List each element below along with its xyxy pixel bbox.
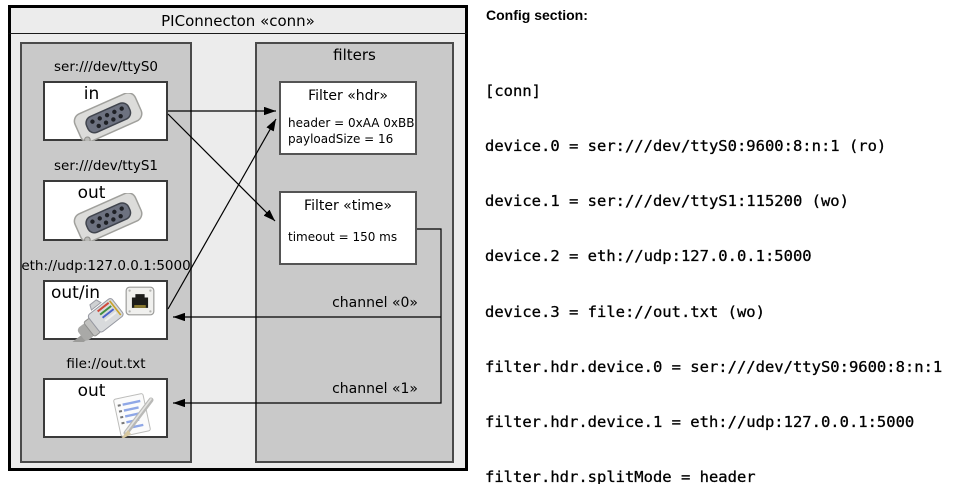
notepad-icon <box>113 393 154 438</box>
config-line: filter.hdr.device.0 = ser:///dev/ttyS0:9… <box>485 357 943 376</box>
config-line: filter.hdr.splitMode = header <box>485 468 756 484</box>
diagram-title: PIConnecton «conn» <box>8 5 468 34</box>
channel-1-label: channel «1» <box>332 381 418 397</box>
ethernet-port-icon <box>125 286 155 316</box>
device-direction: out <box>77 381 106 401</box>
filter-attributes: timeout = 150 ms <box>288 230 398 244</box>
device-label-ttys0: ser:///dev/ttyS0 <box>54 59 158 75</box>
device-label-eth: eth://udp:127.0.0.1:5000 <box>21 258 191 274</box>
config-line: device.0 = ser:///dev/ttyS0:9600:8:n:1 (… <box>485 137 887 156</box>
device-label-ttys1: ser:///dev/ttyS1 <box>54 158 158 174</box>
device-direction: in <box>83 84 100 104</box>
device-label-file: file://out.txt <box>66 356 146 372</box>
device-box-ttys0: in <box>43 81 168 141</box>
config-text: [conn] device.0 = ser:///dev/ttyS0:9600:… <box>485 45 952 484</box>
serial-connector-icon <box>73 193 143 241</box>
device-direction: out/in <box>51 283 101 303</box>
serial-connector-icon <box>73 93 143 141</box>
filter-title: Filter «hdr» <box>308 88 388 104</box>
filter-box-time: Filter «time» timeout = 150 ms <box>279 191 417 265</box>
filter-attributes: header = 0xAA 0xBB payloadSize = 16 <box>288 116 415 146</box>
filters-panel-label: filters <box>333 46 376 64</box>
channel-0-label: channel «0» <box>332 295 418 311</box>
device-direction: out <box>77 183 106 203</box>
config-line: device.2 = eth://udp:127.0.0.1:5000 <box>485 247 812 266</box>
ethernet-cable-icon <box>70 298 124 342</box>
device-box-file: out <box>43 378 168 438</box>
config-section-heading: Config section: <box>486 7 588 23</box>
filter-title: Filter «time» <box>304 198 392 214</box>
config-line: filter.hdr.device.1 = eth://udp:127.0.0.… <box>485 413 915 432</box>
config-line: device.3 = file://out.txt (wo) <box>485 302 765 321</box>
device-box-ttys1: out <box>43 180 168 241</box>
config-line: device.1 = ser:///dev/ttyS1:115200 (wo) <box>485 192 849 211</box>
config-line: [conn] <box>485 81 541 100</box>
device-box-eth: out/in <box>43 280 168 342</box>
filter-box-hdr: Filter «hdr» header = 0xAA 0xBB payloadS… <box>279 81 417 155</box>
